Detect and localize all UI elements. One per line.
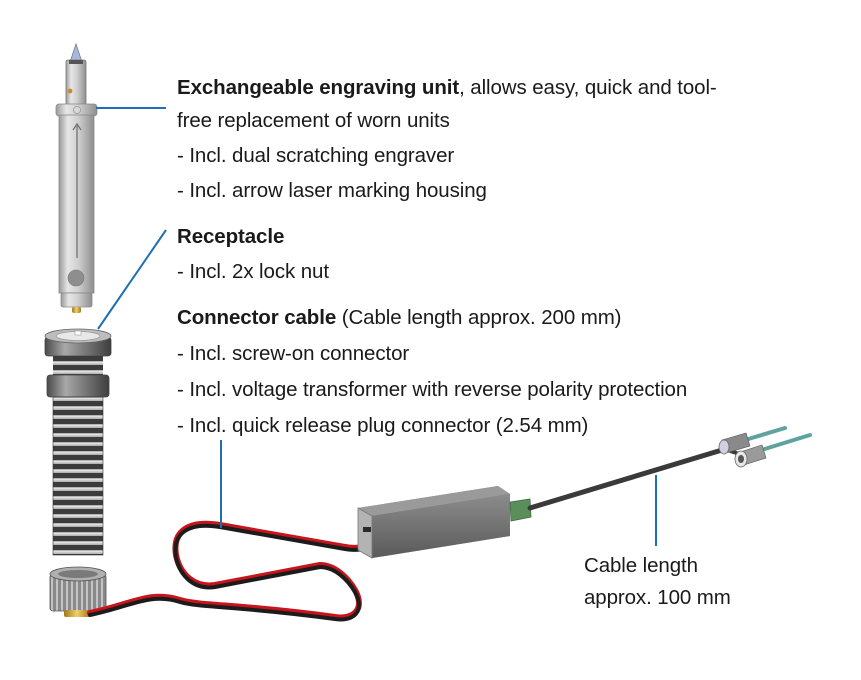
leader-lines xyxy=(96,107,657,546)
connector-cable-note: (Cable length approx. 200 mm) xyxy=(336,306,622,329)
receptacle-item: - Incl. 2x lock nut xyxy=(177,260,329,283)
engraving-unit-item: - Incl. dual scratching engraver xyxy=(177,144,455,167)
engraving-unit-desc: , allows easy, quick and tool- xyxy=(459,76,717,99)
connector-cable-item: - Incl. quick release plug connector (2.… xyxy=(177,414,589,437)
leader-receptacle xyxy=(97,229,167,330)
connector-cable-item: - Incl. voltage transformer with reverse… xyxy=(177,378,688,401)
receptacle-title: Receptacle xyxy=(177,225,285,248)
engraving-unit-heading: Exchangeable engraving unit, allows easy… xyxy=(177,76,717,100)
cable-length-label: Cable length xyxy=(584,554,698,577)
receptacle-heading: Receptacle xyxy=(177,225,284,249)
receptacle xyxy=(44,328,112,556)
engraving-unit-item: - Incl. arrow laser marking housing xyxy=(177,179,487,202)
ferrule-1 xyxy=(718,432,751,455)
connector-cable xyxy=(87,520,398,622)
engraving-unit xyxy=(55,42,98,313)
screw-on-connector xyxy=(49,566,107,617)
output-cable xyxy=(527,426,812,511)
ferrule-2 xyxy=(734,444,767,468)
cable-length-value: approx. 100 mm xyxy=(584,586,731,609)
engraving-unit-title: Exchangeable engraving unit xyxy=(177,76,460,99)
voltage-transformer xyxy=(357,486,532,559)
lock-nut-bottom xyxy=(46,374,110,398)
connector-cable-title: Connector cable xyxy=(177,306,337,329)
terminal-block xyxy=(509,498,532,522)
threaded-body xyxy=(52,396,104,556)
engraver-tip xyxy=(69,42,83,63)
engraver-head xyxy=(65,59,87,107)
connector-cable-item: - Incl. screw-on connector xyxy=(177,342,410,365)
engraving-unit-desc-line2: free replacement of worn units xyxy=(177,109,450,132)
connector-cable-heading: Connector cable (Cable length approx. 20… xyxy=(177,306,622,330)
